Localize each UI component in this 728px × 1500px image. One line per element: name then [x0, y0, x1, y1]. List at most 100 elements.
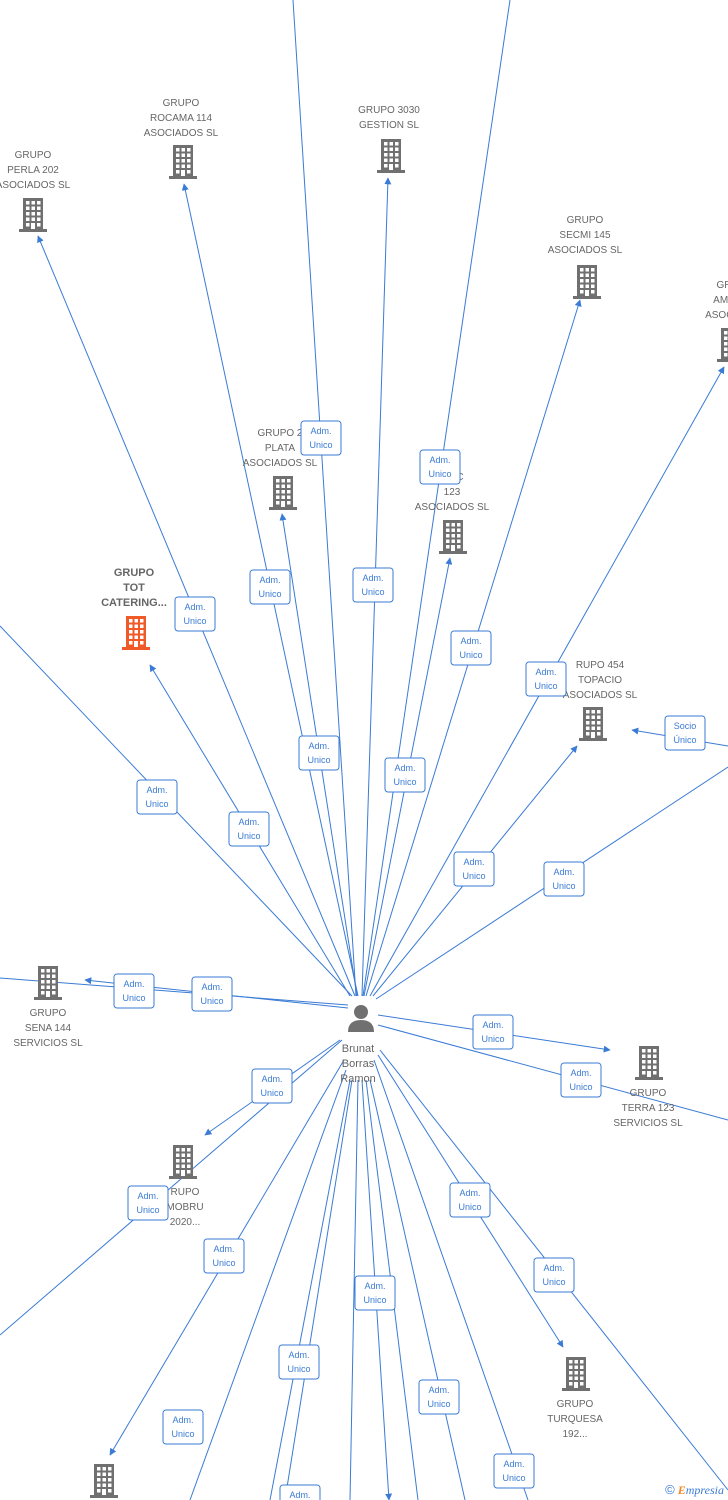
role-badge-text: Unico: [542, 1277, 565, 1287]
relation-edge: [349, 1079, 359, 1500]
company-building-icon[interactable]: [169, 145, 197, 179]
company-name-line: ASOCIADOS SL: [548, 245, 623, 256]
role-badge[interactable]: Adm.Unico: [127, 1185, 169, 1221]
company-name-line: 192...: [562, 1429, 587, 1440]
company-building-icon[interactable]: [579, 707, 607, 741]
role-badge[interactable]: Adm.Unico: [136, 779, 178, 815]
role-badge[interactable]: Adm.Unico: [279, 1484, 321, 1500]
company-building-icon[interactable]: [562, 1357, 590, 1391]
role-badge-frame: [174, 596, 216, 632]
role-badge[interactable]: Adm.Unico: [113, 973, 155, 1009]
company-name-line: GRUPO 3030: [358, 105, 420, 116]
role-badge-text: Unico: [427, 1399, 450, 1409]
person-icon[interactable]: [348, 1005, 374, 1032]
role-badge[interactable]: Adm.Unico: [300, 420, 342, 456]
role-badge-text: Adm.: [146, 785, 167, 795]
copyright-symbol: ©: [665, 1482, 675, 1497]
role-badge-text: Unico: [287, 1364, 310, 1374]
role-badge[interactable]: Adm.Unico: [493, 1453, 535, 1489]
role-badge-text: Adm.: [394, 763, 415, 773]
company-building-icon[interactable]: [635, 1046, 663, 1080]
role-badge-frame: [352, 567, 394, 603]
role-badge[interactable]: Adm.Unico: [352, 567, 394, 603]
role-badge[interactable]: Adm.Unico: [472, 1014, 514, 1050]
company-name-line: GESTION SL: [359, 120, 419, 131]
role-badge-text: Unico: [552, 881, 575, 891]
role-badge[interactable]: Adm.Unico: [450, 630, 492, 666]
role-badge[interactable]: Adm.Unico: [453, 851, 495, 887]
company-building-icon[interactable]: [573, 265, 601, 299]
company-name-line: 123: [444, 487, 461, 498]
relation-edge: [373, 1059, 529, 1500]
role-badge[interactable]: Adm.Unico: [449, 1182, 491, 1218]
role-badge-frame: [418, 1379, 460, 1415]
role-badge-text: Unico: [171, 1429, 194, 1439]
role-badge[interactable]: Adm.Unico: [278, 1344, 320, 1380]
role-badge[interactable]: Adm.Unico: [533, 1257, 575, 1293]
company-building-icon[interactable]: [377, 139, 405, 173]
person-name-line: Ramon: [340, 1073, 375, 1085]
role-badge-frame: [453, 851, 495, 887]
role-badge[interactable]: Adm.Unico: [174, 596, 216, 632]
role-badge-frame: [525, 661, 567, 697]
role-badge[interactable]: Adm.Unico: [249, 569, 291, 605]
role-badge[interactable]: Adm.Unico: [560, 1062, 602, 1098]
company-building-icon[interactable]: [439, 520, 467, 554]
role-badge[interactable]: Adm.Unico: [543, 861, 585, 897]
company-building-icon[interactable]: [19, 198, 47, 232]
role-badge-text: Adm.: [238, 817, 259, 827]
company-name-line: GRUPO: [15, 150, 52, 161]
role-badge[interactable]: Adm.Unico: [418, 1379, 460, 1415]
role-badge[interactable]: Adm. Unico: [162, 1409, 204, 1445]
role-badge[interactable]: Adm.Unico: [228, 811, 270, 847]
company-building-icon[interactable]: [34, 966, 62, 1000]
role-badge-frame: [543, 861, 585, 897]
footer-brand[interactable]: © Empresia: [665, 1482, 724, 1498]
company-name-line: ASOCIADOS SL: [415, 502, 490, 513]
role-badge-frame: [162, 1409, 204, 1445]
role-badge-frame: [127, 1185, 169, 1221]
role-badge-text: Unico: [361, 587, 384, 597]
company-name-line: CATERING...: [101, 597, 167, 609]
company-name-line: ASOCIADOS SL: [243, 458, 318, 469]
role-badge[interactable]: Adm.Unico: [354, 1275, 396, 1311]
role-badge-text: Unico: [363, 1295, 386, 1305]
person-name-line: Brunat: [342, 1043, 374, 1055]
role-badge[interactable]: Adm.Unico: [525, 661, 567, 697]
company-building-icon[interactable]: [169, 1145, 197, 1179]
company-name[interactable]: GRAMBASOCIA: [705, 280, 728, 321]
role-badge-frame: [354, 1275, 396, 1311]
role-badge[interactable]: Adm.Unico: [203, 1238, 245, 1274]
focus-company-building-icon[interactable]: [122, 616, 150, 650]
role-badge[interactable]: Adm.Unico: [251, 1068, 293, 1104]
role-badge[interactable]: Adm.Unico: [191, 976, 233, 1012]
company-name-line: SENA 144: [25, 1023, 72, 1034]
relation-edge: [189, 1069, 347, 1500]
role-badge-text: Adm.: [261, 1074, 282, 1084]
role-badge[interactable]: Adm.Unico: [419, 449, 461, 485]
role-badge-text: Adm.: [172, 1415, 193, 1425]
role-badge[interactable]: Adm.Unico: [384, 757, 426, 793]
company-name-line: RUPO: [171, 1187, 200, 1198]
company-building-icon[interactable]: [90, 1464, 118, 1498]
company-name-line: SERVICIOS SL: [613, 1118, 683, 1129]
role-badge-frame: [664, 715, 706, 751]
company-building-icon[interactable]: [717, 328, 728, 362]
role-badge[interactable]: Adm.Unico: [298, 735, 340, 771]
company-building-icon[interactable]: [269, 476, 297, 510]
